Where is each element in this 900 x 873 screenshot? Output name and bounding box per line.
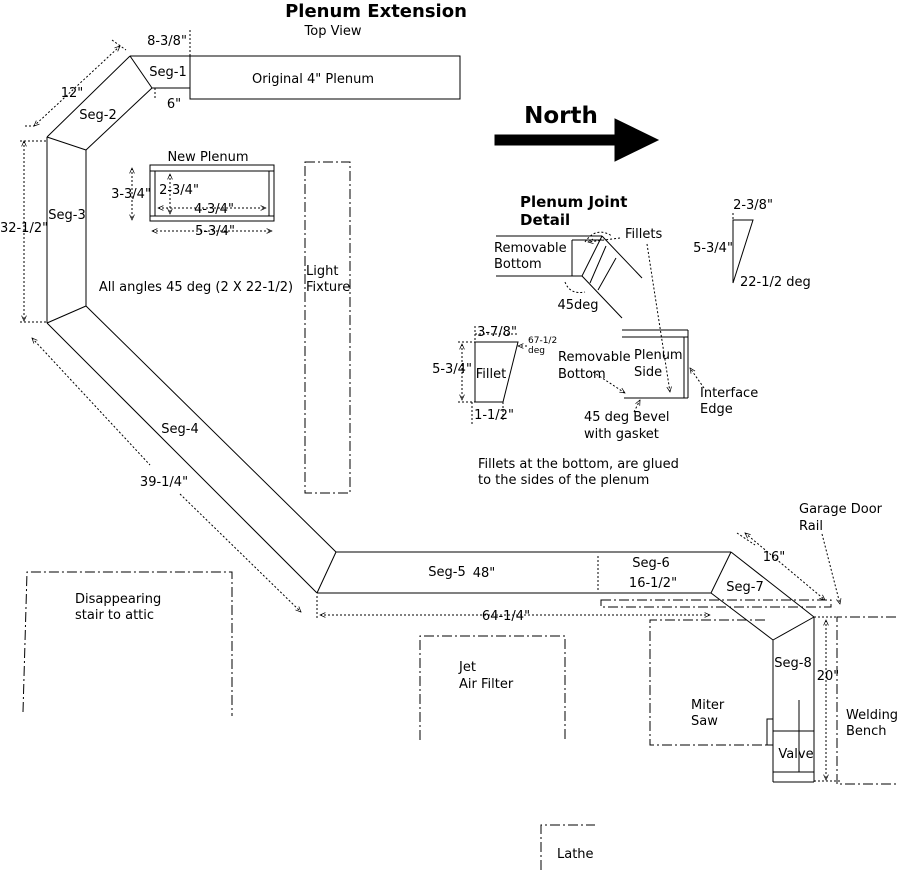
- fillet-height-dim: 5-3/4": [432, 362, 472, 377]
- joint-removable-bottom2-1: Removable: [558, 350, 631, 365]
- angles-note: All angles 45 deg (2 X 22-1/2): [99, 280, 293, 295]
- stair-label-2: stair to attic: [75, 608, 154, 623]
- dimension-lines: [20, 30, 840, 782]
- joint-removable-bottom-2: Bottom: [494, 257, 542, 272]
- air-filter-label-2: Air Filter: [459, 677, 514, 692]
- stair-label-1: Disappearing: [75, 592, 161, 607]
- light-fixture-label-2: Fixture: [306, 280, 350, 295]
- valve-box: [772, 730, 815, 773]
- original-plenum-label: Original 4" Plenum: [252, 72, 374, 87]
- joint-note-2: to the sides of the plenum: [478, 473, 649, 488]
- diagram-subtitle: Top View: [304, 24, 362, 39]
- joint-detail-heading-1: Plenum Joint: [520, 193, 627, 211]
- stair-outline: [22, 571, 233, 716]
- dim-seg5-6-total: 64-1/4": [482, 609, 530, 624]
- dim-seg7: 16": [763, 550, 786, 565]
- seg4-label: Seg-4: [161, 422, 198, 437]
- joint-angle-label: 45deg: [557, 298, 598, 313]
- air-filter-outline: [419, 635, 566, 742]
- air-filter-label-1: Jet: [458, 660, 476, 675]
- north-label: North: [524, 103, 598, 129]
- new-plenum-inner-width: 4-3/4": [194, 202, 234, 217]
- duct-run: [46, 55, 815, 783]
- valve-label: Valve: [778, 747, 813, 762]
- joint-bevel-1: 45 deg Bevel: [584, 410, 670, 425]
- lathe-label: Lathe: [557, 847, 594, 862]
- triangle-height-dim: 5-3/4": [693, 241, 733, 256]
- joint-detail-drawing: [496, 231, 670, 392]
- triangle-top-dim: 2-3/8": [733, 198, 773, 213]
- welding-bench-label-2: Bench: [846, 724, 887, 739]
- fillet-detail-drawing: [458, 326, 527, 425]
- dim-seg6: 16-1/2": [629, 576, 677, 591]
- joint-plenum-side-2: Side: [634, 365, 662, 380]
- welding-bench-outline: [836, 616, 896, 785]
- joint-side-drawing: [592, 329, 705, 413]
- dim-seg3: 32-1/2": [0, 221, 48, 236]
- seg5-label: Seg-5: [428, 565, 465, 580]
- light-fixture-label-1: Light: [306, 264, 338, 279]
- garage-rail: [600, 533, 840, 608]
- seg7-label: Seg-7: [726, 580, 763, 595]
- joint-removable-bottom2-2: Bottom: [558, 367, 606, 382]
- new-plenum-section: [132, 164, 275, 231]
- diagram-title: Plenum Extension: [285, 1, 467, 22]
- original-plenum: [189, 55, 461, 100]
- seg1-label: Seg-1: [149, 65, 186, 80]
- fillet-angle-1: 67-1/2: [528, 336, 557, 346]
- garage-rail-label-1: Garage Door: [799, 502, 883, 517]
- seg3-label: Seg-3: [48, 208, 85, 223]
- joint-interface-edge-1: Interface: [700, 386, 758, 401]
- garage-rail-label-2: Rail: [799, 519, 823, 534]
- triangle-detail-drawing: [732, 213, 754, 284]
- new-plenum-label: New Plenum: [167, 150, 248, 165]
- lathe-outline: [540, 824, 595, 870]
- dim-seg2: 12": [61, 86, 84, 101]
- joint-note-1: Fillets at the bottom, are glued: [478, 457, 679, 472]
- miter-saw-label-1: Miter: [691, 698, 725, 713]
- miter-saw-label-2: Saw: [691, 714, 718, 729]
- joint-bevel-2: with gasket: [584, 427, 659, 442]
- dim-seg8: 20": [817, 669, 840, 684]
- seg6-label: Seg-6: [632, 556, 669, 571]
- fillet-top-dim: 3-7/8": [477, 325, 517, 340]
- joint-removable-bottom-1: Removable: [494, 241, 567, 256]
- new-plenum-outer-width: 5-3/4": [195, 224, 235, 239]
- joint-plenum-side-1: Plenum: [634, 348, 683, 363]
- triangle-angle: 22-1/2 deg: [740, 275, 811, 290]
- new-plenum-inner-height: 2-3/4": [159, 183, 199, 198]
- fillet-label: Fillet: [476, 367, 506, 382]
- joint-detail-heading-2: Detail: [520, 211, 570, 229]
- fillet-angle-2: deg: [528, 346, 545, 356]
- new-plenum-outer-height: 3-3/4": [111, 187, 151, 202]
- dim-seg4: 39-1/4": [140, 475, 188, 490]
- dim-seg5: 48": [473, 566, 496, 581]
- joint-fillets-label: Fillets: [625, 227, 662, 242]
- welding-bench-label-1: Welding: [846, 708, 898, 723]
- seg2-label: Seg-2: [79, 108, 116, 123]
- fillet-bottom-dim: 1-1/2": [474, 408, 514, 423]
- north-arrow: [494, 118, 660, 162]
- seg8-label: Seg-8: [774, 656, 811, 671]
- dim-seg1-top: 8-3/8": [147, 34, 187, 49]
- joint-interface-edge-2: Edge: [700, 402, 733, 417]
- light-fixture: [304, 161, 351, 494]
- dim-seg1-bottom: 6": [167, 97, 181, 112]
